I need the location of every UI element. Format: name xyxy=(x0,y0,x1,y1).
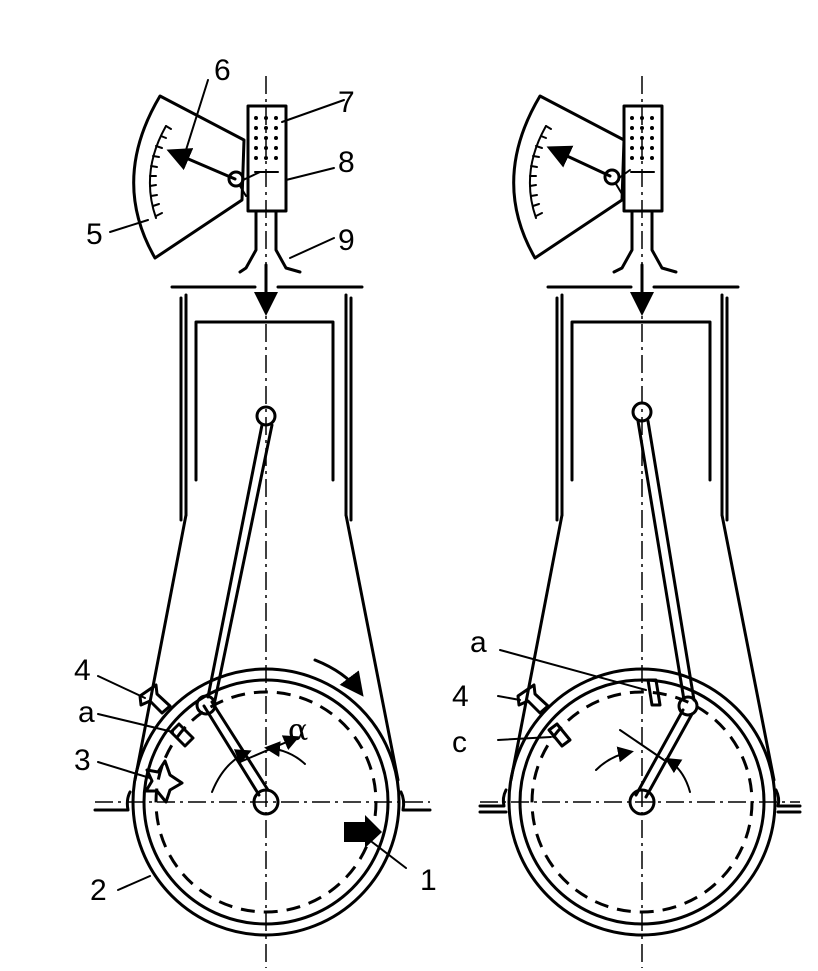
crank-axis-right xyxy=(478,788,802,814)
flywheel-right xyxy=(507,667,777,937)
crank-throw-right xyxy=(628,695,699,816)
hollow-arrow-3 xyxy=(144,759,184,804)
timing-mark-a-right xyxy=(646,678,662,707)
sensor-housing-right xyxy=(622,104,664,213)
label-7: 7 xyxy=(338,86,355,119)
hollow-arrow-4-right xyxy=(516,683,550,715)
indicator-needle-right xyxy=(546,145,631,195)
piston xyxy=(194,320,335,482)
leader-lines xyxy=(97,79,407,891)
left-engine-diagram: 1 2 3 4 5 6 7 8 9 a α xyxy=(74,54,437,968)
label-a-left: a xyxy=(78,696,95,729)
label-6: 6 xyxy=(214,54,231,87)
sensor-housing xyxy=(246,104,288,213)
cylinder-walls xyxy=(179,293,353,522)
sensor-mount xyxy=(238,209,302,274)
label-1: 1 xyxy=(420,864,437,897)
gauge-scale-right xyxy=(512,94,626,260)
leader-lines-right xyxy=(497,649,647,741)
crankcase-walls xyxy=(133,513,400,782)
label-4-right: 4 xyxy=(452,680,469,713)
label-alpha: α xyxy=(288,713,308,748)
label-5: 5 xyxy=(86,218,103,251)
right-engine-diagram: a 4 c xyxy=(452,76,802,968)
crankcase-walls-right xyxy=(509,513,776,782)
indicator-needle xyxy=(166,148,261,197)
label-c-right: c xyxy=(452,726,467,759)
timing-mark-a xyxy=(169,722,195,748)
piston-right xyxy=(570,320,712,482)
hollow-arrow-4 xyxy=(138,683,172,715)
crank-axis xyxy=(93,790,432,812)
angle-arcs-right xyxy=(595,729,691,793)
connecting-rod-right xyxy=(636,419,696,702)
cylinder-walls-right xyxy=(555,293,729,522)
rotation-arrow xyxy=(313,658,364,697)
label-4: 4 xyxy=(74,654,91,687)
timing-mark-c xyxy=(547,722,572,748)
label-2: 2 xyxy=(90,874,107,907)
label-3: 3 xyxy=(74,744,91,777)
label-8: 8 xyxy=(338,146,355,179)
sensor-mount-right xyxy=(612,209,678,274)
gauge-scale xyxy=(132,94,246,260)
flywheel xyxy=(131,667,401,937)
label-a-right: a xyxy=(470,626,487,659)
solid-arrow-1 xyxy=(344,815,382,848)
angle-alpha-arcs xyxy=(211,735,306,793)
connecting-rod xyxy=(206,423,274,707)
label-9: 9 xyxy=(338,224,355,257)
